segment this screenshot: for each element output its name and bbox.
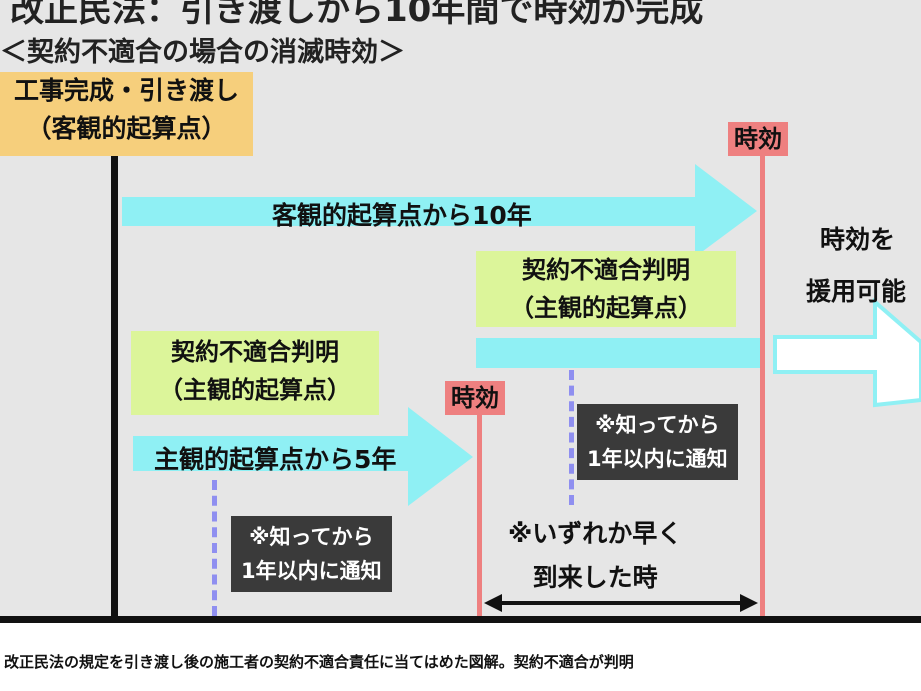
earliest-line1: ※いずれか早く [508,519,683,548]
claim-possible-line2: 援用可能 [806,277,907,306]
subtitle: ＜契約不適合の場合の消滅時効＞ [0,37,405,68]
arrow-10-years-label: 客観的起算点から10年 [272,201,532,230]
start-point-line2: （客観的起算点） [26,114,227,143]
arrow-5-years-label: 主観的起算点から5年 [154,445,397,474]
jikou-label-right: 時効 [728,122,788,156]
jikou-line-right [760,153,765,618]
start-point-box: 工事完成・引き渡し （客観的起算点） [0,72,253,156]
subjective-right-line2: （主観的起算点） [476,289,736,327]
subjective-left-line2: （主観的起算点） [159,376,351,404]
bottom-baseline [0,616,921,623]
claim-possible-note: 時効を 援用可能 [800,214,906,318]
notice-dashed-line-right [569,370,574,505]
claim-possible-line1: 時効を [820,225,896,254]
span-arrow-left-head [484,594,502,612]
notice-right-line2: 1年以内に通知 [587,447,728,471]
jikou-label-mid: 時効 [445,381,505,415]
arrow-10-years [122,164,757,257]
subjective-start-box-right: 契約不適合判明 （主観的起算点） [476,251,736,337]
earliest-note: ※いずれか早く 到来した時 [508,512,682,600]
subjective-left-line1: 契約不適合判明 [171,338,339,366]
start-vertical-line [111,156,118,618]
span-arrow-right-head [740,594,758,612]
notice-left-line1: ※知ってから [249,525,374,549]
notice-right-line1: ※知ってから [595,413,720,437]
subjective-right-line1: 契約不適合判明 [476,251,736,289]
subjective-period-bar [476,338,760,368]
notice-note-right: ※知ってから 1年以内に通知 [577,404,738,480]
earliest-line2: 到来した時 [532,563,658,592]
hollow-arrow-right [773,297,921,408]
notice-dashed-line-left [212,480,217,616]
arrow-5-years [133,407,473,506]
notice-note-left: ※知ってから 1年以内に通知 [231,516,392,592]
figure-caption: 改正民法の規定を引き渡し後の施工者の契約不適合責任に当てはめた図解。契約不適合が… [0,623,921,691]
start-point-line1: 工事完成・引き渡し [13,76,239,105]
notice-left-line2: 1年以内に通知 [241,559,382,583]
jikou-line-mid [477,412,482,618]
subjective-start-box-left: 契約不適合判明 （主観的起算点） [131,331,379,415]
main-title: 改正民法：引き渡しから10年間で時効が完成 [10,0,704,30]
arrows-layer [122,164,921,612]
